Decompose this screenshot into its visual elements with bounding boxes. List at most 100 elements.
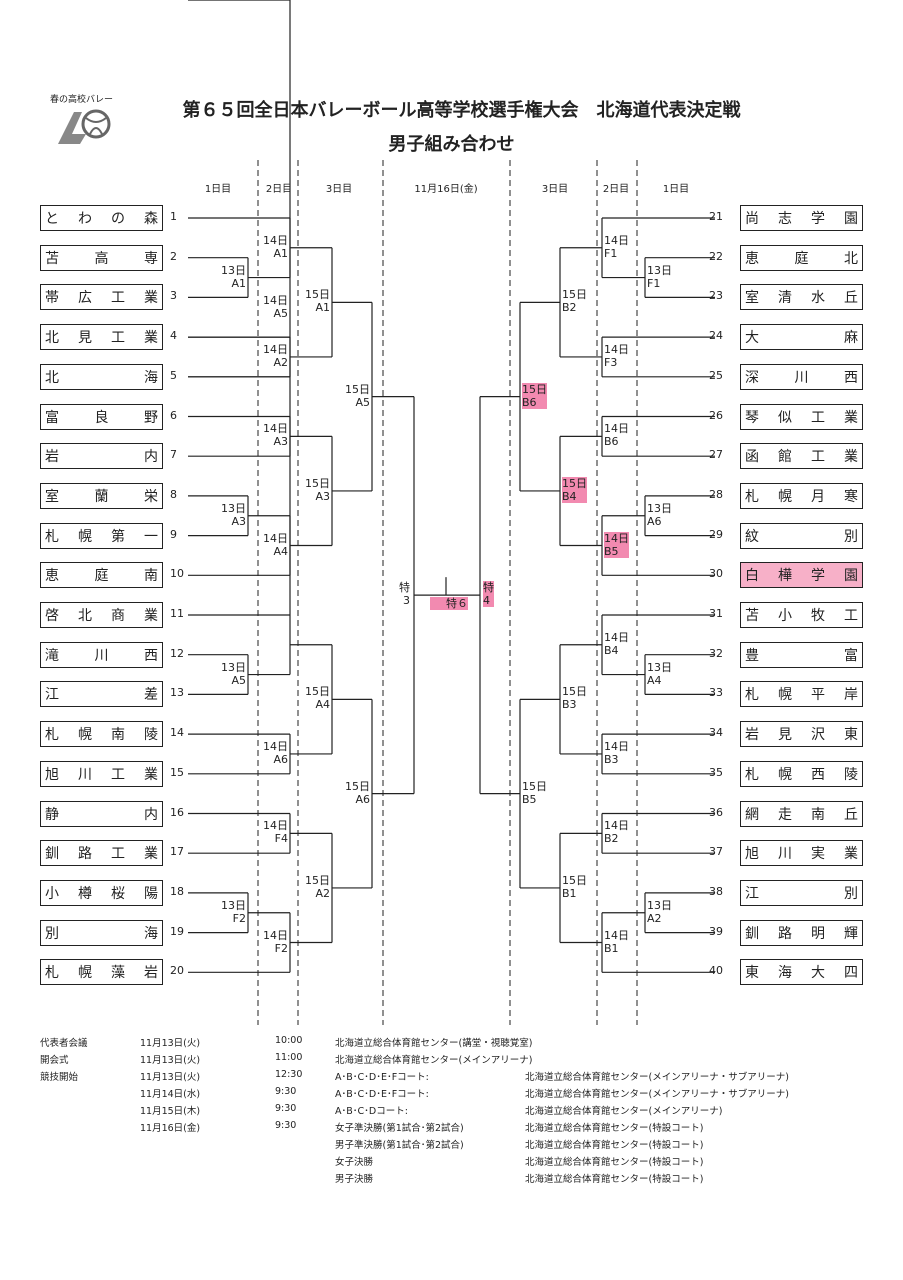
team-name-char: 内 xyxy=(144,449,158,466)
team-name-char: 富 xyxy=(45,409,59,426)
schedule-detail: 女子決勝 xyxy=(335,1157,374,1168)
day-label-final: 11月16日(金) xyxy=(414,184,478,195)
team-name-char: 静 xyxy=(45,806,59,823)
match-label-line: A2 xyxy=(273,355,288,369)
match-label-line: 15日 xyxy=(345,382,370,396)
team-seed: 23 xyxy=(709,289,723,303)
team-name-char: 高 xyxy=(94,250,109,267)
team-name-char: 南 xyxy=(111,727,125,744)
match-label-line: 13日 xyxy=(647,501,672,515)
team-seed: 16 xyxy=(170,805,184,819)
team-box: 釧路工業 xyxy=(40,840,163,867)
team-seed: 29 xyxy=(709,527,723,541)
team-name-char: 岩 xyxy=(745,727,759,744)
page-title: 第６５回全日本バレーボール高等学校選手権大会 北海道代表決定戦 xyxy=(182,100,741,121)
team-box: 別海 xyxy=(40,919,163,946)
team-name-char: 業 xyxy=(844,409,858,426)
team-name-char: 川 xyxy=(794,369,809,386)
match-label-line: A3 xyxy=(273,435,288,449)
match-label-line: A2 xyxy=(315,886,330,900)
team-box: 岩内 xyxy=(40,443,163,470)
team-name-char: 啓 xyxy=(45,608,59,624)
team-name-char: 見 xyxy=(778,727,792,744)
match-label-line: 14日 xyxy=(604,233,629,247)
team-name-char: 業 xyxy=(144,846,158,863)
team-box: 室清水丘 xyxy=(740,284,863,311)
schedule-time: 10:00 xyxy=(275,1035,303,1046)
match-label-line: 14日 xyxy=(263,739,288,753)
match-label-line: 14日 xyxy=(263,293,288,307)
team-name-char: 旭 xyxy=(745,846,759,863)
team-name-char: 西 xyxy=(811,766,825,783)
team-box: とわの森 xyxy=(40,205,163,231)
team-name-char: 札 xyxy=(45,528,59,545)
team-box: 琴似工業 xyxy=(740,403,863,430)
match-label-line: 14日 xyxy=(604,928,629,942)
team-name-char: 明 xyxy=(811,925,825,942)
team-name-char: 学 xyxy=(811,211,825,227)
team-seed: 40 xyxy=(709,964,723,978)
team-name-char: 苫 xyxy=(745,608,759,624)
team-name-char: 琴 xyxy=(745,409,759,426)
team-seed: 33 xyxy=(709,686,723,700)
schedule-date: 11月13日(火) xyxy=(140,1038,201,1049)
team-name-char: 園 xyxy=(844,211,858,227)
match-label-line: A6 xyxy=(273,752,288,766)
team-seed: 26 xyxy=(709,408,723,422)
team-name-char: 旭 xyxy=(45,766,59,783)
team-box: 札幌平岸 xyxy=(740,681,863,708)
team-name-char: 尚 xyxy=(745,211,759,227)
team-seed: 35 xyxy=(709,765,723,779)
match-label-line: A1 xyxy=(315,301,330,315)
match-label-line: A3 xyxy=(315,489,330,503)
team-box: 釧路明輝 xyxy=(740,919,863,946)
team-box: 尚志学園 xyxy=(740,205,863,231)
match-label-line: A1 xyxy=(231,276,246,290)
schedule-venue: 北海道立総合体育館センター(特設コート) xyxy=(525,1157,704,1168)
schedule-detail: 男子決勝 xyxy=(335,1174,374,1185)
match-label-line: 15日 xyxy=(345,779,370,793)
match-label-line: 14日 xyxy=(604,531,629,545)
match-label-line: A6 xyxy=(355,792,370,806)
team-seed: 12 xyxy=(170,646,184,660)
team-name-char: 工 xyxy=(111,290,125,307)
match-label-line: F3 xyxy=(604,355,618,369)
team-name-char: 路 xyxy=(78,846,92,863)
team-name-char: 札 xyxy=(745,766,759,783)
team-seed: 18 xyxy=(170,884,184,898)
match-label-line: 14日 xyxy=(263,342,288,356)
team-name-char: 幌 xyxy=(78,727,92,744)
day-label-day3-right: 3日目 xyxy=(541,184,569,195)
team-box: 恵庭南 xyxy=(40,562,163,589)
team-name-char: 工 xyxy=(811,449,825,466)
match-label-line: A1 xyxy=(273,246,288,260)
team-name-char: 館 xyxy=(778,449,792,466)
team-box: 札幌西陵 xyxy=(740,760,863,787)
team-name-char: 幌 xyxy=(778,488,792,505)
team-name-char: 四 xyxy=(844,965,858,982)
team-seed: 20 xyxy=(170,964,184,978)
team-name-char: 北 xyxy=(45,330,59,347)
schedule-time: 9:30 xyxy=(275,1103,297,1114)
match-label-line: B5 xyxy=(604,544,619,558)
schedule-event: 競技開始 xyxy=(40,1072,79,1083)
match-label-line: B1 xyxy=(604,941,619,955)
schedule-time: 9:30 xyxy=(275,1120,297,1131)
team-name-char: 第 xyxy=(111,528,125,545)
match-label-line: A6 xyxy=(647,514,662,528)
team-seed: 10 xyxy=(170,567,184,581)
match-label-line: 15日 xyxy=(522,382,547,396)
team-name-char: 実 xyxy=(811,846,825,863)
match-label-line: B6 xyxy=(522,395,537,409)
team-name-char: 岸 xyxy=(844,687,858,704)
